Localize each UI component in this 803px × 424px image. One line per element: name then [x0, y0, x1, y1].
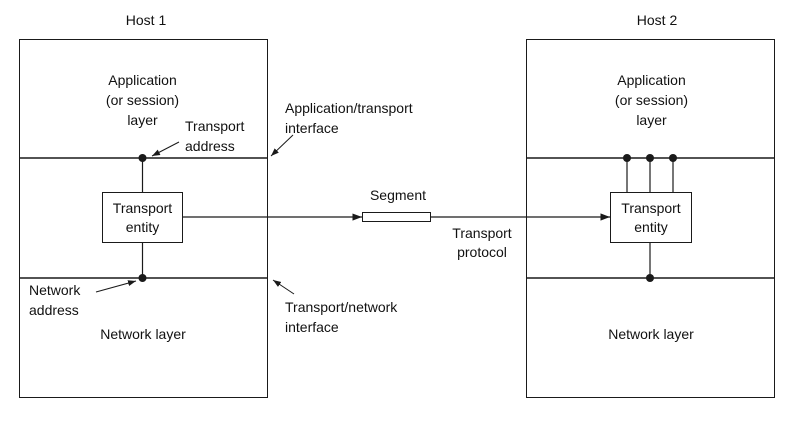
- segment-box: [362, 212, 431, 222]
- host2-transport-address-dot-1: [623, 154, 631, 162]
- transport-protocol-label: Transport protocol: [452, 225, 512, 260]
- network-address-label: Network address: [29, 282, 81, 318]
- host2-app-layer-label: Application (or session) layer: [614, 72, 689, 128]
- host1-network-address-dot: [138, 274, 147, 282]
- host2-network-layer-label: Network layer: [608, 326, 694, 342]
- transport-address-label: Transport address: [185, 118, 245, 154]
- host1-app-layer-label: Application (or session) layer: [105, 72, 180, 128]
- host2-transport-entity-label: Transport entity: [621, 199, 681, 235]
- app-transport-interface-label: Application/transport interface: [285, 100, 413, 136]
- transport-address-arrow: [151, 141, 180, 157]
- host1-network-layer-label: Network layer: [100, 326, 186, 342]
- host2-transport-address-dot-2: [646, 154, 654, 162]
- host2-transport-address-dot-3: [669, 154, 677, 162]
- host2-title: Host 2: [636, 12, 678, 28]
- network-address-arrow: [95, 280, 137, 293]
- host1-transport-entity-box: Transport entity: [102, 192, 183, 243]
- host2-transport-entity-box: Transport entity: [610, 192, 692, 243]
- host2-network-address-dot: [646, 274, 654, 282]
- transport-network-interface-label: Transport/network interface: [285, 299, 398, 335]
- host1-transport-address-dot: [138, 154, 147, 162]
- host1-box: [19, 39, 268, 398]
- host1-transport-entity-label: Transport entity: [112, 199, 173, 235]
- transport-network-interface-arrow: [272, 279, 295, 295]
- host1-title: Host 1: [125, 12, 167, 28]
- segment-label: Segment: [369, 187, 427, 203]
- app-transport-interface-arrow: [270, 134, 294, 157]
- host2-box: [526, 39, 775, 398]
